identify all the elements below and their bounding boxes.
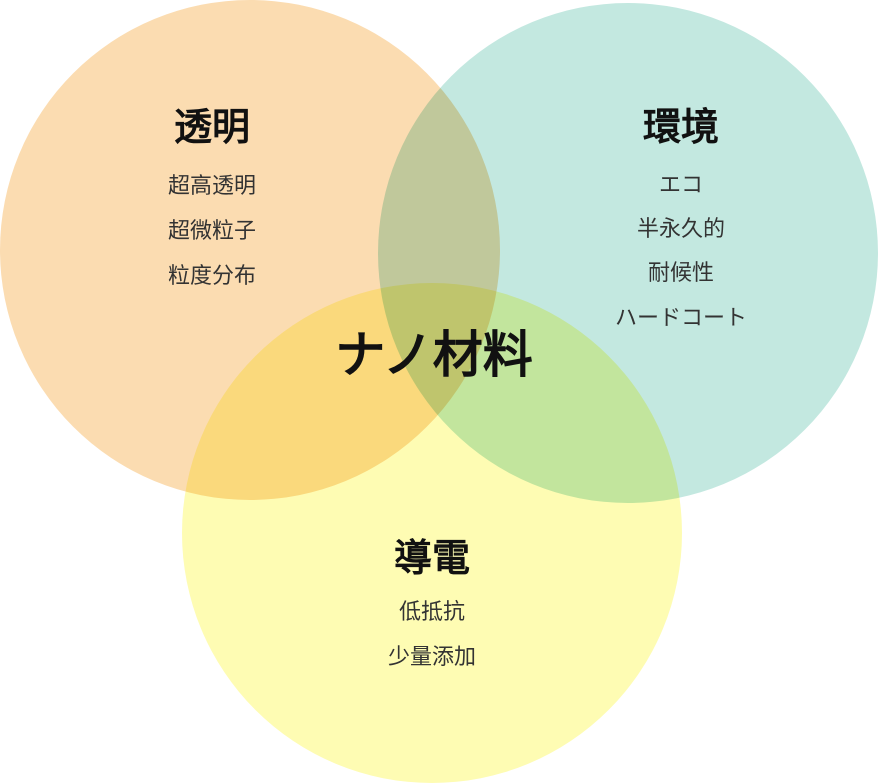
set-title-environment: 環境	[643, 105, 719, 149]
set-item: 粒度分布	[168, 264, 256, 289]
set-item: 超高透明	[168, 174, 256, 199]
set-item: 半永久的	[637, 217, 725, 242]
center-title: ナノ材料	[335, 326, 533, 384]
set-item: 超微粒子	[168, 219, 256, 244]
circle-conductivity	[182, 283, 682, 783]
set-title-transparency: 透明	[174, 105, 250, 149]
set-title-conductivity: 導電	[394, 536, 470, 580]
set-item: エコ	[659, 173, 703, 198]
set-item: 耐候性	[648, 261, 714, 286]
set-item: 少量添加	[388, 645, 476, 670]
set-item: 低抵抗	[399, 600, 465, 625]
set-item: ハードコート	[615, 306, 747, 331]
